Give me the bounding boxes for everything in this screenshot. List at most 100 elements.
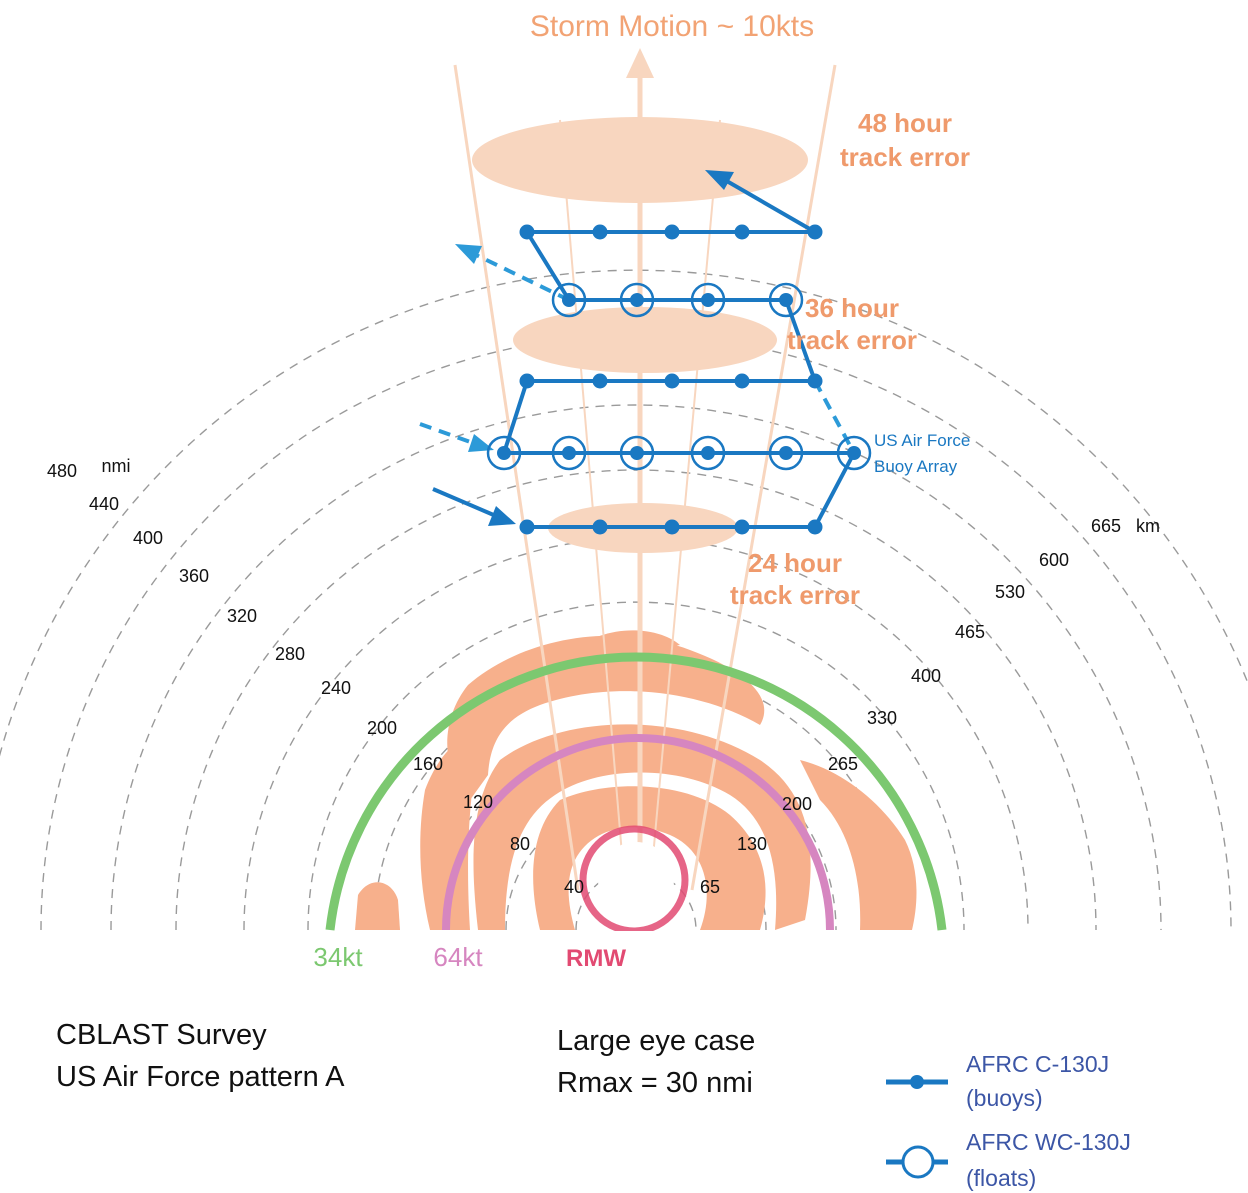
float-drop-point xyxy=(779,293,793,307)
buoy-drop-point xyxy=(519,224,535,240)
caption-left-line2: US Air Force pattern A xyxy=(56,1061,345,1093)
nmi-ring-label: 280 xyxy=(275,644,305,664)
float-drop-ring xyxy=(768,282,804,318)
nmi-unit-label: nmi xyxy=(101,456,130,476)
buoy-drop-point xyxy=(664,519,680,535)
buoy-array-label: US Air Force xyxy=(874,431,970,450)
buoy-drop-point xyxy=(519,373,535,389)
float-drop-point xyxy=(779,446,793,460)
track-error-24-label-2: track error xyxy=(730,580,860,610)
km-ring-label: 665 xyxy=(1091,516,1121,536)
float-drop-ring xyxy=(486,435,522,471)
km-unit-label: km xyxy=(1136,516,1160,536)
float-drop-point xyxy=(497,446,511,460)
nmi-ring-label: 440 xyxy=(89,494,119,514)
storm-motion-arrow xyxy=(626,48,654,885)
nmi-ring-label: 320 xyxy=(227,606,257,626)
track-error-36-label: 36 hour xyxy=(805,293,899,323)
legend-item-buoys: AFRC C-130J (buoys) xyxy=(886,1051,1109,1111)
nmi-ring-label: 120 xyxy=(463,792,493,812)
buoy-drop-point xyxy=(664,373,680,389)
rain-band-inner xyxy=(533,786,766,930)
buoy-drop-point xyxy=(592,224,608,240)
float-drop-point xyxy=(630,446,644,460)
track-error-36-label-2: track error xyxy=(787,325,917,355)
eye xyxy=(598,842,674,918)
float-drop-ring xyxy=(551,282,587,318)
buoy-drop-point xyxy=(807,373,823,389)
wc130j-exit-arrow xyxy=(469,250,570,302)
label-64kt: 64kt xyxy=(433,942,483,972)
float-drop-ring xyxy=(619,435,655,471)
legend-floats-line1: AFRC WC-130J xyxy=(966,1129,1131,1155)
c130j-exit-arrow xyxy=(723,178,817,234)
buoy-drop-point xyxy=(807,224,823,240)
bottom-mask xyxy=(0,931,1248,1193)
float-drop-point xyxy=(701,293,715,307)
buoy-drop-point xyxy=(592,373,608,389)
km-ring-label: 400 xyxy=(911,666,941,686)
rain-band-left xyxy=(420,737,480,930)
wc130j-exit-arrowhead xyxy=(455,244,482,264)
nmi-ring-label: 360 xyxy=(179,566,209,586)
legend: AFRC C-130J (buoys) AFRC WC-130J (floats… xyxy=(886,1051,1131,1191)
km-ring-label: 330 xyxy=(867,708,897,728)
filled-dot-icon xyxy=(910,1075,924,1089)
float-drop-point xyxy=(847,446,861,460)
rain-band-mid xyxy=(473,724,811,930)
range-ring xyxy=(307,601,965,931)
km-ring-label: 65 xyxy=(700,877,720,897)
legend-buoys-line1: AFRC C-130J xyxy=(966,1051,1109,1077)
track-error-48-label: 48 hour xyxy=(858,108,952,138)
c130j-exit-arrowhead xyxy=(705,170,734,190)
c130j-entry-arrow xyxy=(432,487,497,518)
km-ring-label: 600 xyxy=(1039,550,1069,570)
km-ring-label: 465 xyxy=(955,622,985,642)
float-drop-point xyxy=(630,293,644,307)
wc130j-dashed-leg xyxy=(813,380,856,454)
nmi-ring-label: 480 xyxy=(47,461,77,481)
rain-band-right xyxy=(800,760,917,930)
buoy-drop-point xyxy=(734,224,750,240)
open-circle-icon xyxy=(901,1145,935,1179)
caption-left-line1: CBLAST Survey xyxy=(56,1019,267,1051)
ring-34kt xyxy=(325,652,947,931)
track-error-36-ellipse xyxy=(513,307,777,373)
buoy-drop-point xyxy=(519,519,535,535)
caption-mid-line1: Large eye case xyxy=(557,1025,755,1057)
flight-tracks xyxy=(419,170,872,535)
float-drop-point xyxy=(562,293,576,307)
label-rmw: RMW xyxy=(566,945,626,972)
track-error-24-label: 24 hour xyxy=(748,548,842,578)
float-drop-ring xyxy=(619,282,655,318)
km-ring-label: 130 xyxy=(737,834,767,854)
float-drop-point xyxy=(562,446,576,460)
rain-band-top xyxy=(590,630,680,650)
km-ring-label: 265 xyxy=(828,754,858,774)
wc130j-entry-arrowhead xyxy=(468,434,494,452)
km-ring-label: 200 xyxy=(782,794,812,814)
buoy-drop-point xyxy=(664,224,680,240)
ring-64kt xyxy=(442,734,834,931)
float-drop-ring xyxy=(768,435,804,471)
storm-motion-title: Storm Motion ~ 10kts xyxy=(530,10,814,43)
rain-band-far-left xyxy=(355,882,400,930)
ring-labels: 4804404003603202802402001601208040nmi665… xyxy=(47,456,1160,897)
legend-floats-line2: (floats) xyxy=(966,1165,1036,1191)
nmi-ring-label: 160 xyxy=(413,754,443,774)
float-drop-ring xyxy=(551,435,587,471)
buoy-drop-point xyxy=(592,519,608,535)
range-ring xyxy=(575,869,697,931)
float-drop-point xyxy=(701,446,715,460)
buoy-drop-point xyxy=(734,373,750,389)
buoy-drop-point xyxy=(807,519,823,535)
km-ring-label: 530 xyxy=(995,582,1025,602)
float-drop-ring xyxy=(690,282,726,318)
nmi-ring-label: 400 xyxy=(133,528,163,548)
nmi-ring-label: 200 xyxy=(367,718,397,738)
cone-center-right xyxy=(649,119,721,891)
nmi-ring-label: 80 xyxy=(510,834,530,854)
legend-item-floats: AFRC WC-130J (floats) xyxy=(886,1129,1131,1191)
buoy-drop-point xyxy=(734,519,750,535)
